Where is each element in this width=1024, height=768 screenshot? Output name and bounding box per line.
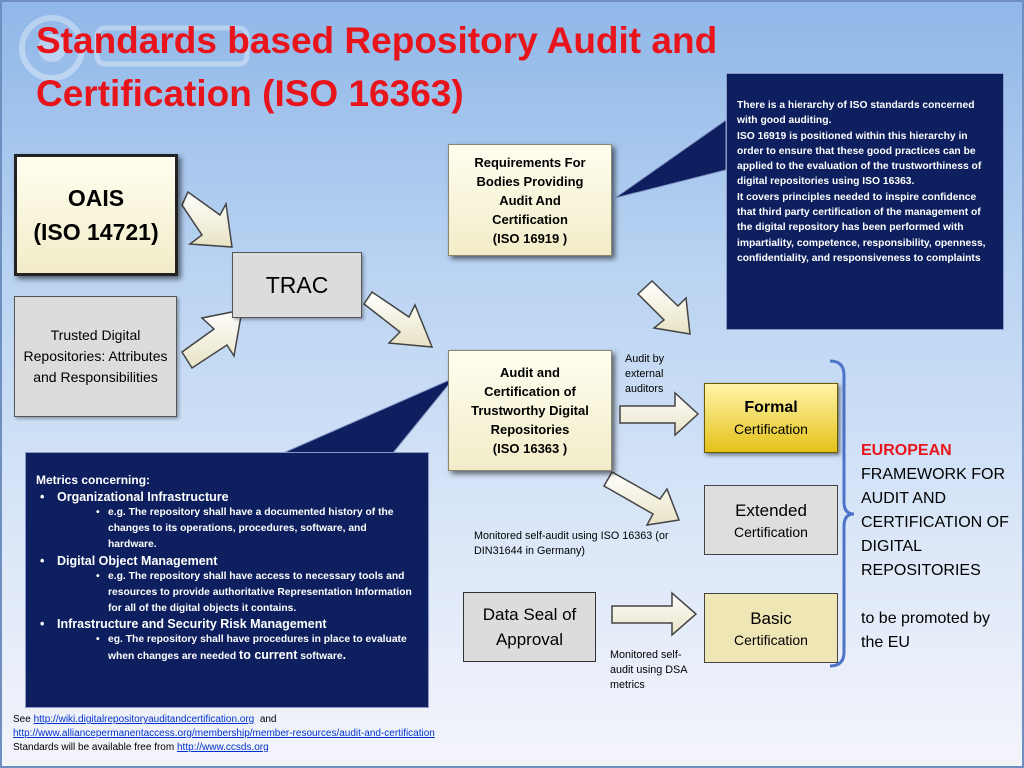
- basic-certification-box: Basic Certification: [704, 593, 838, 663]
- iso16919-line: Requirements For: [474, 154, 586, 170]
- footer-line-2: http://www.alliancepermanentaccess.org/m…: [13, 727, 713, 741]
- arrow-iso16919-down: [636, 279, 691, 335]
- metric-example: eg. The repository shall have procedures…: [36, 632, 418, 665]
- basic-sub: Certification: [734, 631, 808, 648]
- data-seal-line: Data Seal of: [482, 605, 577, 624]
- extended-certification-box: Extended Certification: [704, 485, 838, 555]
- callout-right-tail: [614, 119, 727, 199]
- trac-label: TRAC: [265, 271, 329, 298]
- callout-paragraph: ISO 16919 is positioned within this hier…: [737, 130, 982, 188]
- basic-label: Basic: [750, 608, 792, 628]
- iso16363-line: Audit and: [500, 365, 560, 380]
- metrics-heading: Metrics concerning:: [36, 473, 151, 487]
- european-label: EUROPEAN: [861, 442, 952, 459]
- extended-sub: Certification: [734, 523, 808, 540]
- faded-logo-watermark: [19, 15, 250, 81]
- metrics-list: Organizational Infrastructure e.g. The r…: [36, 489, 418, 665]
- note-dsa-metrics: Monitored self-audit using DSA metrics: [610, 649, 687, 691]
- iso16363-box: Audit and Certification of Trustworthy D…: [448, 350, 612, 471]
- iso16363-line: Trustworthy Digital: [471, 403, 589, 418]
- framework-line: REPOSITORIES: [861, 562, 981, 579]
- metric-example: e.g. The repository shall have a documen…: [36, 505, 418, 553]
- data-seal-box: Data Seal of Approval: [463, 592, 596, 662]
- iso16363-line: Certification of: [484, 384, 576, 399]
- link-ccsds[interactable]: http://www.ccsds.org: [176, 742, 269, 753]
- metric-example-text: eg. The repository shall have procedures…: [108, 634, 407, 663]
- metric-example-period: .: [342, 648, 347, 663]
- metric-example-text: software: [300, 651, 343, 663]
- framework-line: DIGITAL: [861, 538, 923, 555]
- arrow-into-extended: [602, 470, 681, 526]
- framework-line: CERTIFICATION OF: [861, 514, 1009, 531]
- arrow-into-formal: [619, 391, 700, 437]
- iso16363-line: Repositories: [490, 422, 570, 437]
- metrics-callout: Metrics concerning: Organizational Infra…: [25, 452, 429, 708]
- formal-sub: Certification: [734, 421, 808, 437]
- oais-label: OAIS: [67, 185, 125, 211]
- framework-line: FRAMEWORK FOR: [861, 466, 1005, 483]
- iso16919-callout: There is a hierarchy of ISO standards co…: [726, 73, 1004, 330]
- arrow-trusted-to-trac: [180, 309, 243, 370]
- iso16919-line: Audit And: [499, 192, 561, 208]
- page-title: Standards based Repository Audit and Cer…: [36, 20, 718, 114]
- trusted-repositories-label: Trusted Digital Repositories: Attributes…: [23, 327, 168, 385]
- note-monitored-self-audit: Monitored self-audit using ISO 16363 (or…: [474, 530, 669, 557]
- arrow-trac-to-audit: [362, 290, 434, 348]
- footer-line-3: Standards will be available free from ht…: [13, 741, 713, 755]
- iso16363-line: (ISO 16363 ): [492, 441, 568, 456]
- promotion-line: the EU: [861, 634, 910, 651]
- iso16919-box: Requirements For Bodies Providing Audit …: [448, 144, 612, 256]
- european-framework-text: EUROPEAN FRAMEWORK FOR AUDIT AND CERTIFI…: [861, 439, 1021, 655]
- metric-category: Infrastructure and Security Risk Managem…: [36, 616, 418, 632]
- metric-category: Organizational Infrastructure: [36, 489, 418, 505]
- footer-free: Standards will be available free from: [13, 742, 177, 753]
- note-external-auditors: Audit by external auditors: [625, 353, 665, 395]
- link-wiki[interactable]: http://wiki.digitalrepositoryauditandcer…: [33, 714, 255, 725]
- formal-certification-box: Formal Certification: [704, 383, 838, 453]
- footer-see: See: [13, 714, 34, 725]
- arrow-oais-to-trac: [181, 190, 233, 248]
- promotion-line: to be promoted by: [861, 610, 990, 627]
- footer-line-1: See http://wiki.digitalrepositoryauditan…: [13, 713, 713, 727]
- formal-label: Formal: [744, 399, 798, 416]
- arrow-into-basic: [611, 591, 698, 637]
- oais-iso: (ISO 14721): [33, 219, 159, 245]
- metric-category: Digital Object Management: [36, 553, 418, 569]
- footer-references: See http://wiki.digitalrepositoryauditan…: [13, 713, 713, 755]
- iso16919-line: Bodies Providing: [476, 173, 584, 189]
- footer-and: and: [259, 714, 277, 725]
- iso16919-line: (ISO 16919 ): [492, 230, 568, 246]
- metric-example-emphasis: to current: [239, 648, 298, 663]
- spacer: [861, 583, 1021, 607]
- link-alliance[interactable]: http://www.alliancepermanentaccess.org/m…: [13, 728, 435, 739]
- data-seal-line: Approval: [495, 630, 564, 649]
- framework-line: AUDIT AND: [861, 490, 947, 507]
- metric-example: e.g. The repository shall have access to…: [36, 569, 418, 617]
- iso16919-line: Certification: [492, 211, 568, 227]
- extended-label: Extended: [735, 500, 807, 520]
- oais-box: OAIS (ISO 14721): [14, 154, 178, 276]
- trac-box: TRAC: [232, 252, 362, 318]
- trusted-repositories-box: Trusted Digital Repositories: Attributes…: [14, 296, 177, 417]
- callout-paragraph: There is a hierarchy of ISO standards co…: [737, 100, 975, 127]
- certification-brace: [829, 359, 855, 668]
- callout-paragraph: It covers principles needed to inspire c…: [737, 191, 986, 264]
- callout-left-tail: [282, 377, 455, 454]
